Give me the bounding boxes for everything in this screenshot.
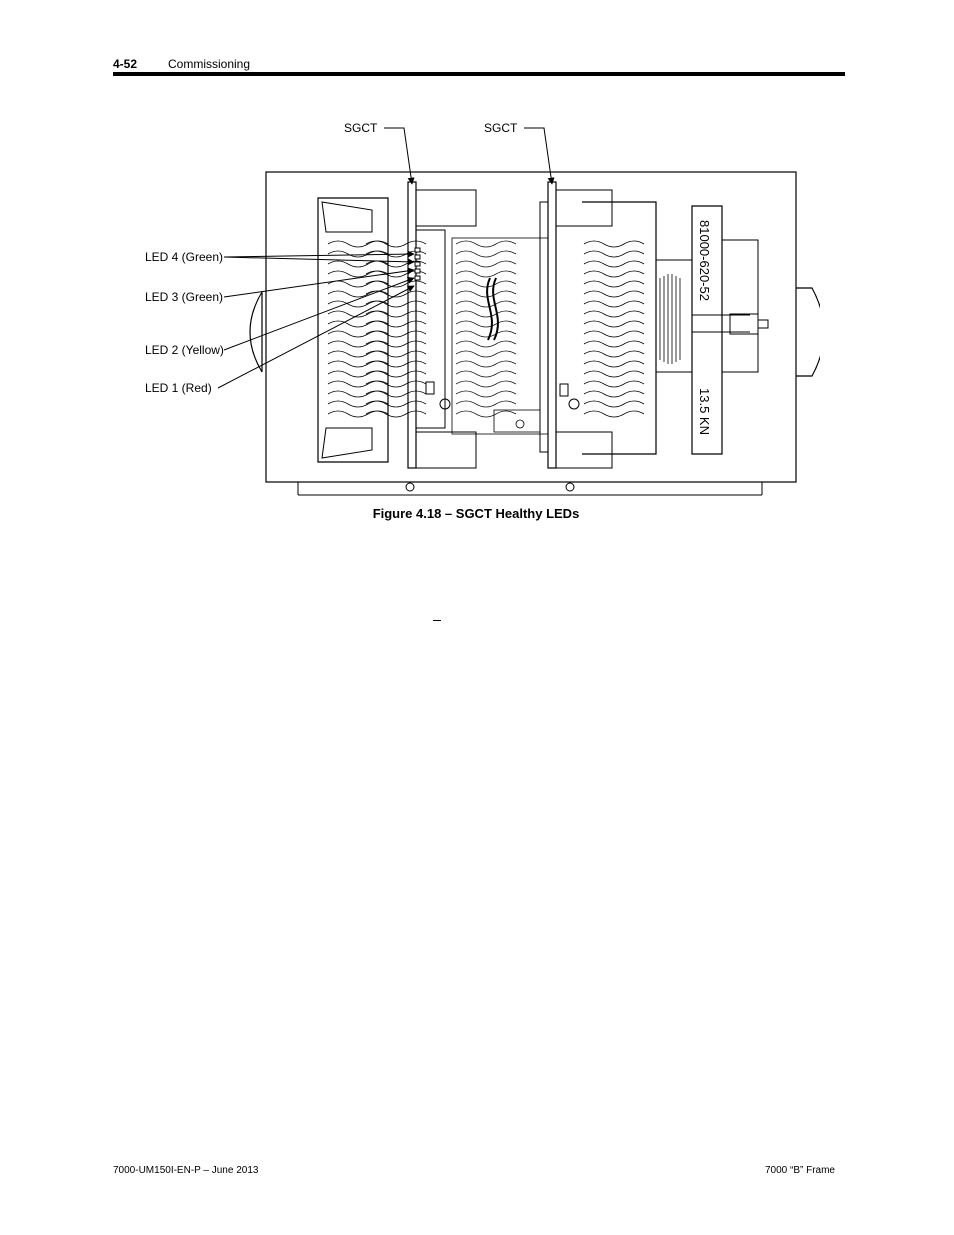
footer-product: 7000 “B” Frame [764, 1165, 835, 1176]
sgct-left-callout: SGCT [344, 121, 378, 135]
clamp-bar: 81000-620-52 13.5 KN [691, 205, 769, 455]
sgct-drawing: 81000-620-52 13.5 KN SGCT SGCT LED 4 (Gr… [145, 121, 820, 496]
heatsink-center [451, 237, 549, 435]
base-plate [265, 171, 797, 483]
figure-caption: Figure 4.18 – SGCT Healthy LEDs [0, 506, 954, 521]
footer-publication: 7000-UM150I-EN-P – June 2013 [113, 1165, 259, 1176]
rating-label: 13.5 KN [697, 388, 712, 435]
leader-lines [217, 127, 555, 389]
heatsink-left [327, 240, 427, 418]
page-number: 4-52 [113, 57, 138, 71]
sgct-leds [414, 247, 421, 281]
sgct-assembly-figure: 81000-620-52 13.5 KN SGCT SGCT LED 4 (Gr… [140, 110, 820, 505]
section-title: Commissioning [168, 57, 251, 71]
header-rule [113, 72, 845, 76]
part-number-label: 81000-620-52 [697, 220, 712, 301]
figure-caption-text: Figure 4.18 – SGCT Healthy LEDs [372, 506, 580, 521]
led4-callout: LED 4 (Green) [145, 250, 223, 264]
sgct-right-callout: SGCT [484, 121, 518, 135]
sgct-board-left [407, 181, 417, 469]
stray-dash [433, 620, 441, 621]
led2-callout: LED 2 (Yellow) [145, 343, 224, 357]
led3-callout: LED 3 (Green) [145, 290, 223, 304]
sgct-board-right [547, 181, 557, 469]
led1-callout: LED 1 (Red) [145, 381, 212, 395]
